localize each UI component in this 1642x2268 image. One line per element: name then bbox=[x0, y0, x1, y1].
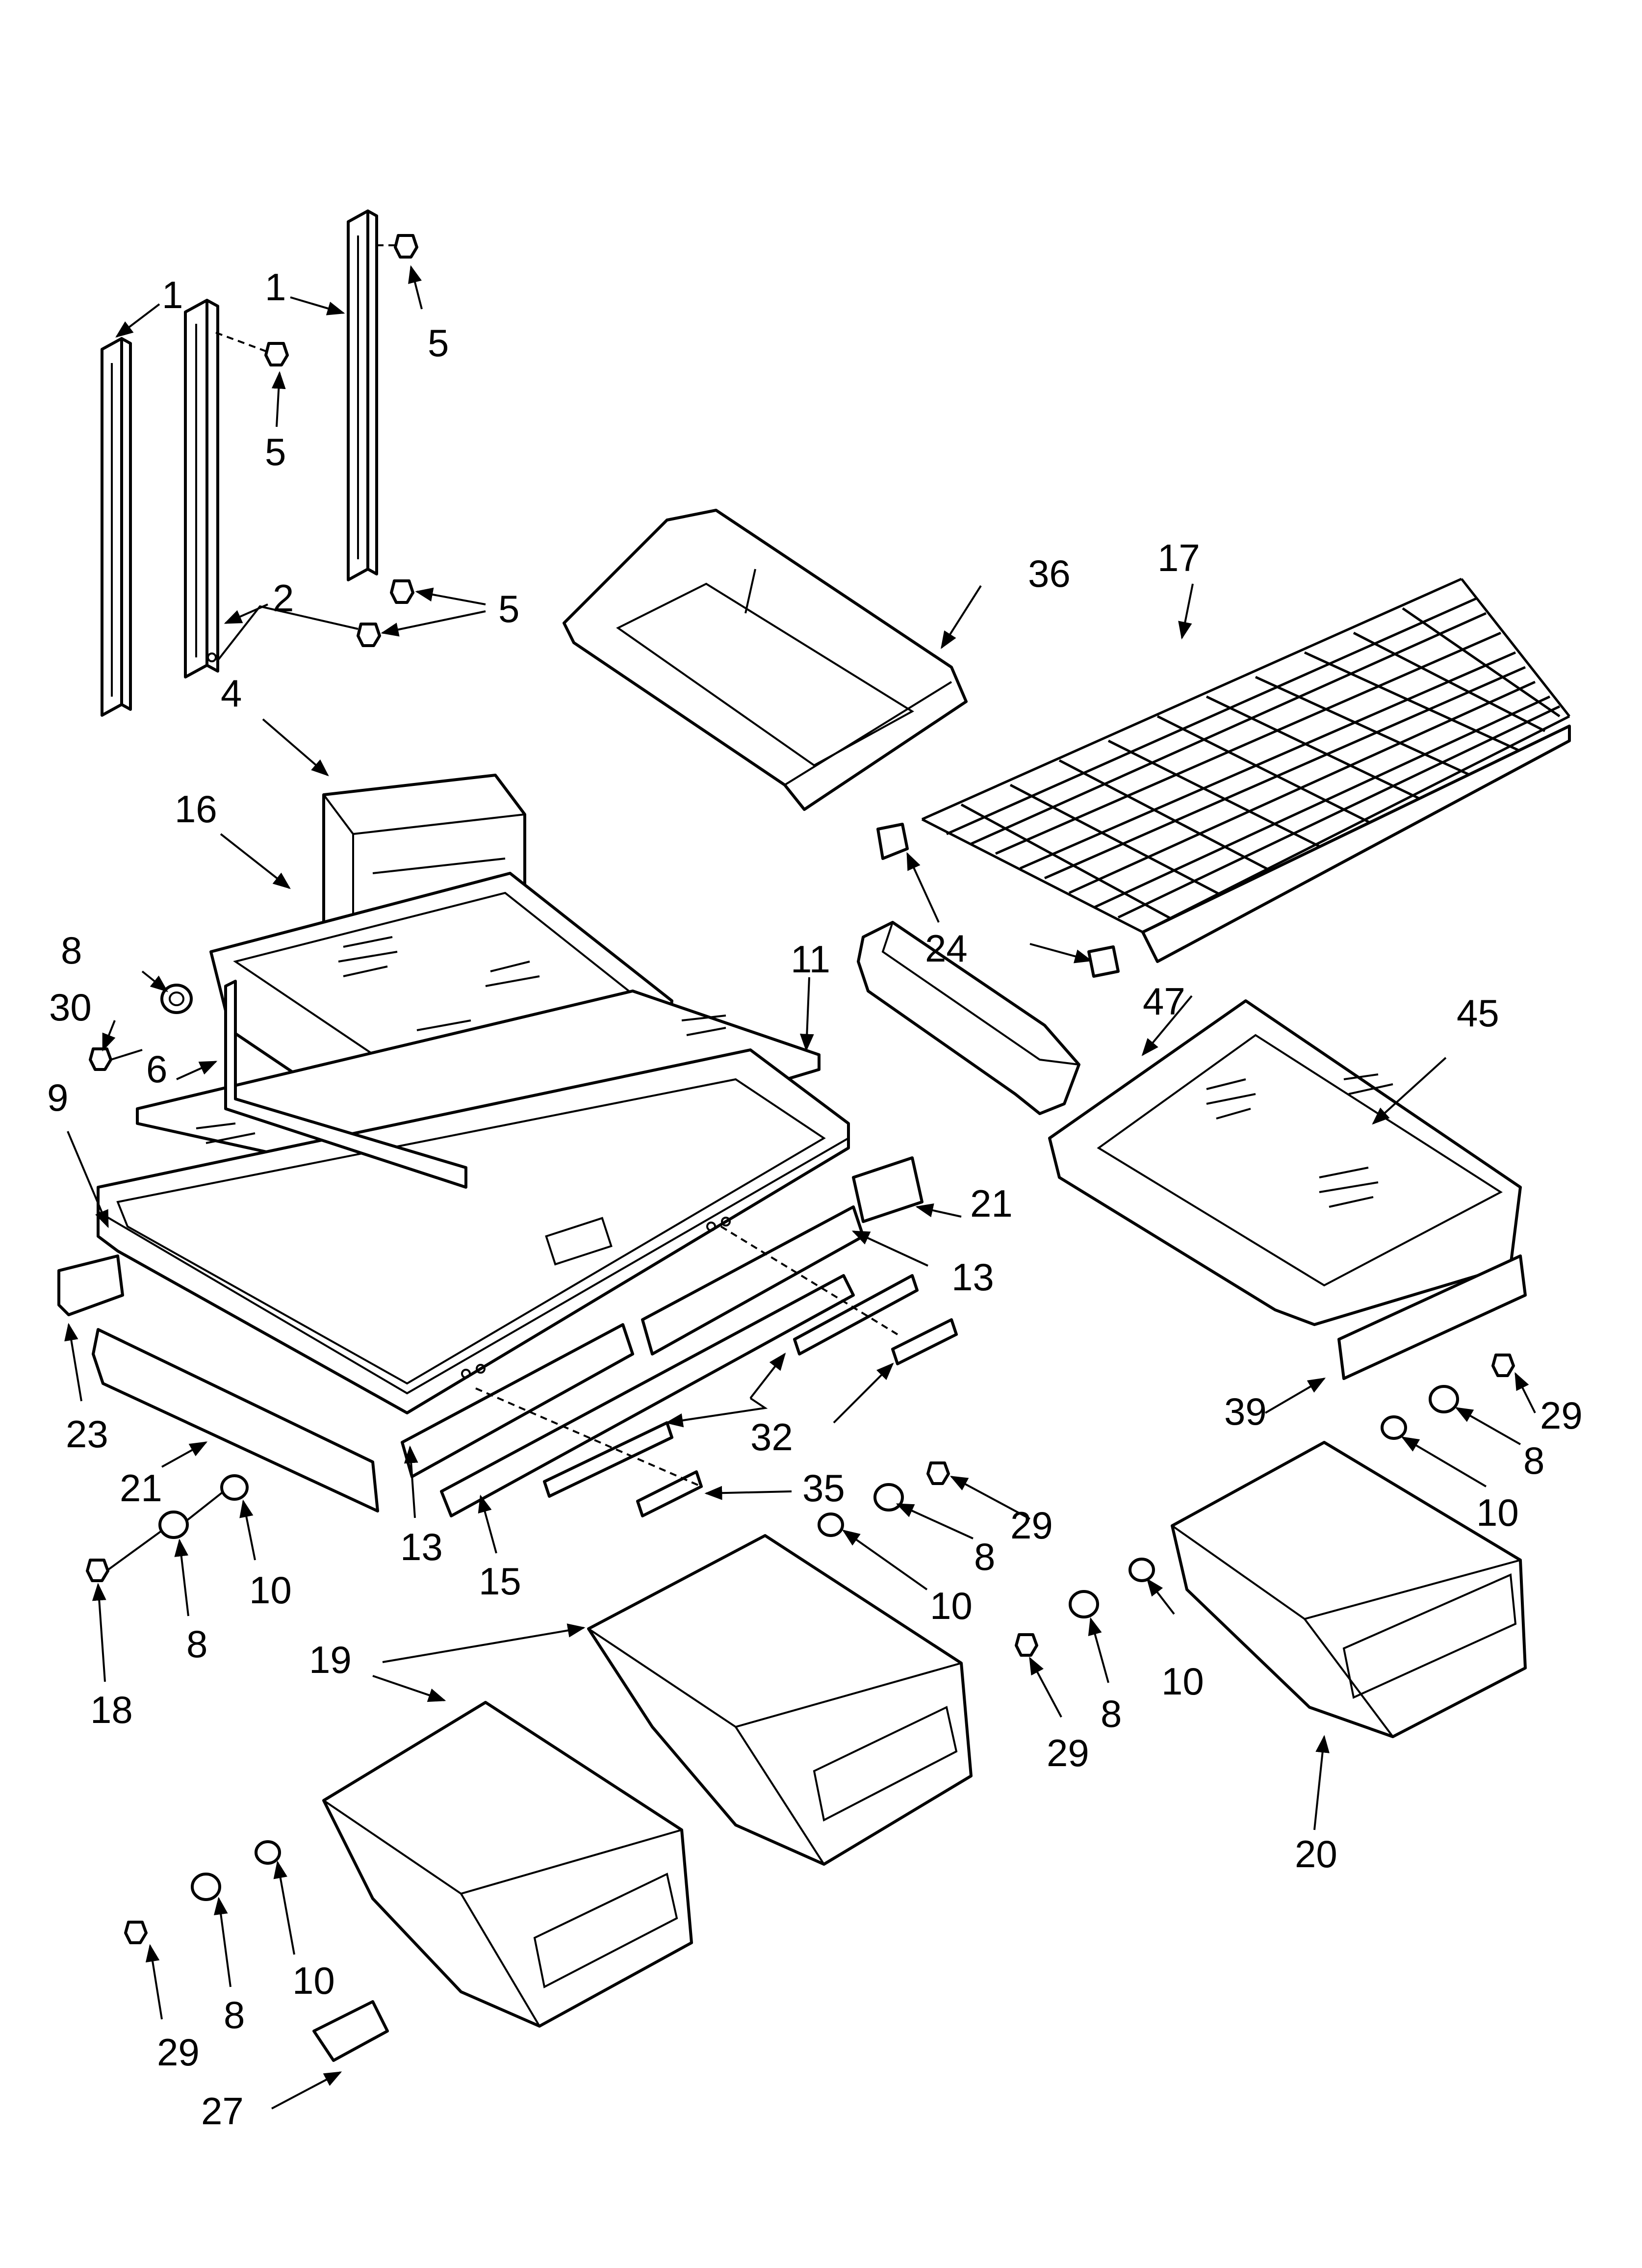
assembly-line bbox=[107, 1530, 163, 1571]
callout-1-left: 1 bbox=[162, 273, 183, 316]
callout-29-center: 29 bbox=[1010, 1504, 1053, 1547]
callout-6: 6 bbox=[146, 1047, 167, 1091]
callout-39: 39 bbox=[1224, 1390, 1267, 1433]
washer-icon bbox=[873, 1483, 904, 1512]
screw-icon bbox=[124, 1921, 148, 1944]
callout-5-right: 5 bbox=[498, 587, 519, 630]
trim-13-left bbox=[401, 1323, 634, 1478]
washer-icon bbox=[160, 984, 193, 1014]
washer-icon bbox=[191, 1873, 221, 1901]
trim-21-left bbox=[92, 1328, 379, 1512]
callout-10-right: 10 bbox=[1476, 1491, 1519, 1534]
callout-15: 15 bbox=[479, 1560, 521, 1603]
shelf-bracket-6 bbox=[224, 980, 467, 1189]
screw-icon bbox=[357, 623, 381, 647]
crisper-drawer-20 bbox=[1171, 1441, 1527, 1738]
callout-11: 11 bbox=[791, 938, 830, 981]
callout-10-left: 10 bbox=[249, 1568, 292, 1612]
callout-10-bottom-right: 10 bbox=[1161, 1660, 1204, 1703]
callout-2: 2 bbox=[273, 576, 294, 620]
slide-32-upper bbox=[793, 1274, 919, 1356]
roller-icon bbox=[818, 1512, 844, 1537]
callout-5-mid: 5 bbox=[265, 430, 286, 473]
callout-13-left: 13 bbox=[400, 1525, 443, 1568]
screw-icon bbox=[86, 1559, 109, 1582]
screw-icon bbox=[390, 579, 414, 604]
callout-36: 35 bbox=[802, 1466, 845, 1510]
callout-45: 45 bbox=[1457, 991, 1499, 1035]
shelf-rail-right bbox=[347, 209, 378, 581]
dairy-door-47 bbox=[857, 921, 1080, 1115]
callout-47: 47 bbox=[1143, 980, 1185, 1023]
shelf-support-24-upper bbox=[876, 823, 909, 860]
end-cap-21-right bbox=[852, 1156, 924, 1223]
divider-27 bbox=[312, 2000, 389, 2062]
crisper-drawer-19-center bbox=[587, 1534, 973, 1866]
screw-icon bbox=[215, 332, 289, 366]
callout-5-top: 5 bbox=[428, 321, 449, 365]
screw-icon bbox=[377, 234, 418, 259]
callout-21-right: 21 bbox=[970, 1182, 1013, 1225]
callout-13-right: 13 bbox=[951, 1255, 994, 1299]
callout-8-right: 8 bbox=[1523, 1439, 1544, 1482]
leader-lines bbox=[64, 265, 1536, 2110]
screw-icon bbox=[1491, 1354, 1515, 1377]
screw-icon bbox=[89, 1047, 143, 1071]
callout-10-bottom-left: 10 bbox=[292, 1959, 335, 2002]
callout-21-left: 21 bbox=[120, 1466, 162, 1510]
callout-18: 18 bbox=[90, 1688, 133, 1731]
shelf-frame-9 bbox=[97, 1048, 850, 1414]
roller-icon bbox=[1129, 1558, 1155, 1582]
callout-8-center: 8 bbox=[974, 1535, 995, 1578]
callout-19: 19 bbox=[309, 1638, 352, 1681]
washer-icon bbox=[158, 1511, 189, 1539]
callout-4: 4 bbox=[221, 672, 242, 715]
callout-8-lower-left: 8 bbox=[186, 1622, 207, 1666]
callout-8-bottom-right: 8 bbox=[1101, 1692, 1122, 1735]
callout-10-center: 10 bbox=[930, 1584, 973, 1627]
callout-23: 23 bbox=[66, 1412, 108, 1456]
screw-icon bbox=[1015, 1633, 1038, 1657]
roller-icon bbox=[1381, 1415, 1407, 1440]
roller-icon bbox=[220, 1474, 249, 1501]
callout-29-bottom-right: 29 bbox=[1047, 1731, 1089, 1774]
washer-icon bbox=[1429, 1385, 1459, 1413]
assembly-line bbox=[185, 1490, 225, 1522]
slide-32-lower bbox=[543, 1421, 673, 1498]
callout-32: 32 bbox=[750, 1415, 793, 1459]
callout-35: 36 bbox=[1028, 552, 1071, 595]
callout-24: 24 bbox=[925, 927, 968, 970]
shelf-rail-left bbox=[101, 337, 132, 717]
shelf-support-24-lower bbox=[1087, 945, 1120, 978]
crisper-drawer-19-left bbox=[322, 1701, 693, 2028]
callout-27: 27 bbox=[201, 2089, 244, 2133]
screw-icon bbox=[926, 1461, 950, 1485]
callout-9: 9 bbox=[47, 1076, 68, 1119]
shelf-rail-center bbox=[184, 299, 219, 678]
callout-20: 20 bbox=[1295, 1832, 1337, 1876]
wire-shelf-17 bbox=[921, 577, 1571, 963]
rail-bracket-line bbox=[217, 605, 359, 661]
clip-36-upper bbox=[891, 1318, 958, 1365]
trim-15 bbox=[440, 1274, 855, 1517]
callout-29-bottom-left: 29 bbox=[157, 2031, 200, 2074]
end-cap-23 bbox=[57, 1254, 124, 1316]
clip-36-lower bbox=[636, 1470, 703, 1517]
assembly-line bbox=[475, 1387, 702, 1487]
callout-30: 30 bbox=[49, 986, 92, 1029]
callout-8-left: 8 bbox=[61, 929, 82, 972]
callout-16: 16 bbox=[175, 787, 217, 831]
deli-drawer-35 bbox=[563, 509, 968, 811]
crisper-cover-45 bbox=[1048, 999, 1522, 1326]
callout-8-bottom-left: 8 bbox=[224, 1993, 245, 2036]
trim-39 bbox=[1337, 1254, 1527, 1380]
callout-labels: 1 1 2 4 5 5 5 6 8 8 8 8 8 8 9 10 10 10 1… bbox=[47, 265, 1583, 2133]
callout-1-right: 1 bbox=[265, 265, 286, 309]
washer-icon bbox=[1069, 1590, 1099, 1618]
callout-29-right: 29 bbox=[1540, 1394, 1583, 1437]
roller-icon bbox=[255, 1840, 281, 1865]
callout-17: 17 bbox=[1157, 536, 1200, 579]
